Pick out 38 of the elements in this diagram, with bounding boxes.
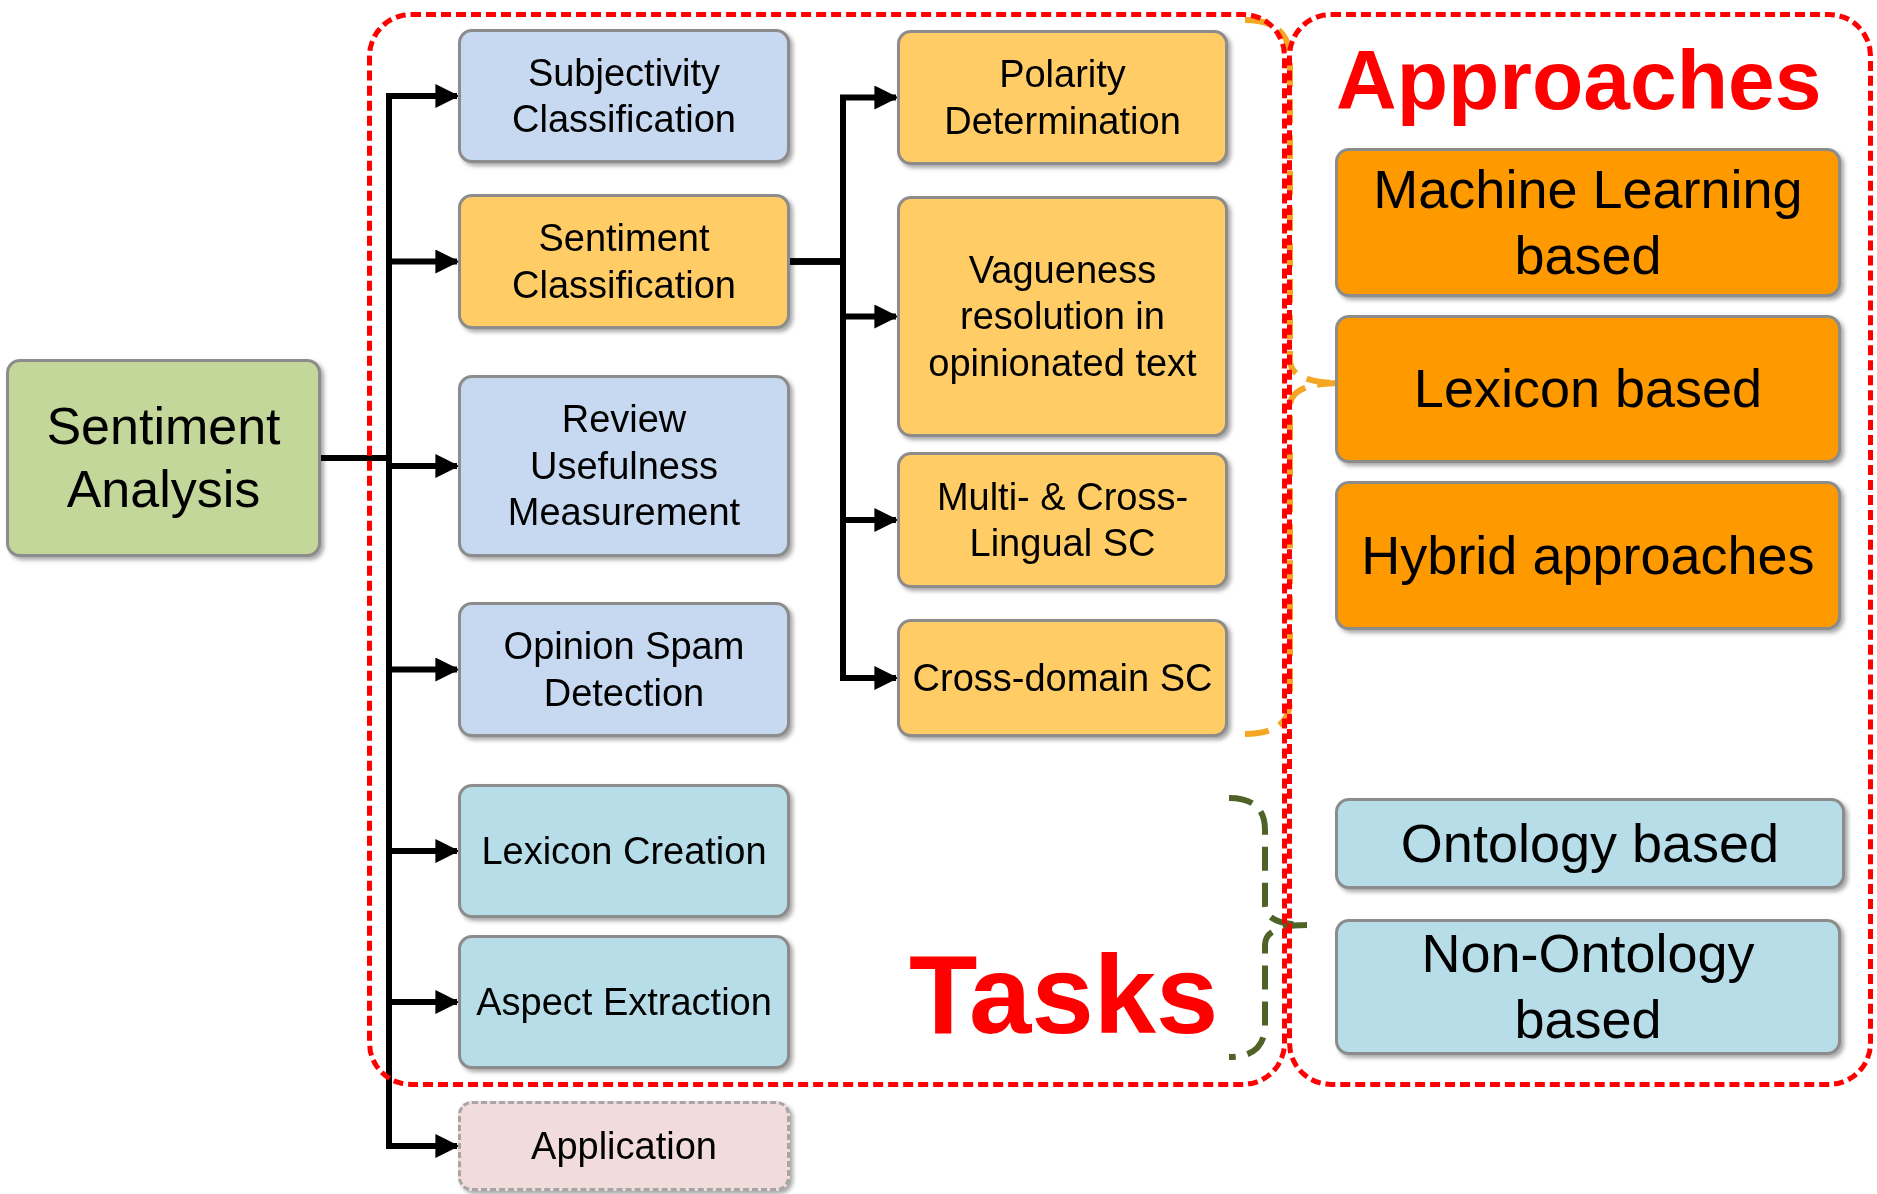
dashed-region [367,12,1287,1087]
box-label: Lexicon based [1413,357,1763,421]
box-label: Vagueness resolution in opinionated text [927,247,1198,386]
box-label: Opinion Spam Detection [502,624,746,716]
box-label: Review Usefulness Measurement [506,397,742,536]
process-box [458,784,790,918]
process-box [897,30,1228,165]
arrow [790,258,899,690]
process-box [1335,919,1841,1055]
process-box [458,29,790,163]
box-label: Sentiment Classification [511,216,737,308]
process-box [897,196,1228,437]
process-box [1335,315,1841,463]
box-label: Cross-domain SC [912,655,1213,701]
dashed-region [1287,12,1873,1087]
box-label: Lexicon Creation [481,828,767,874]
process-box [458,1101,790,1191]
process-box [897,619,1228,737]
region-title: Tasks [909,939,1219,1051]
process-box [458,375,790,557]
process-box [1335,481,1841,630]
box-label: Polarity Determination [943,52,1182,144]
process-box [897,452,1228,588]
box-label: Aspect Extraction [476,979,772,1025]
box-label: Application [531,1123,717,1169]
box-label: Hybrid approaches [1361,523,1815,587]
box-label: Sentiment Analysis [45,395,282,520]
process-box [458,602,790,737]
process-box [1335,798,1845,889]
process-box [1335,148,1841,297]
process-box [458,935,790,1069]
box-label: Subjectivity Classification [511,50,737,142]
box-label: Multi- & Cross-Lingual SC [935,474,1190,566]
process-box [6,359,321,557]
box-label: Ontology based [1400,811,1780,875]
box-label: Non-Ontology based [1420,922,1756,1051]
box-label: Machine Learning based [1372,157,1804,287]
process-box [458,194,790,329]
